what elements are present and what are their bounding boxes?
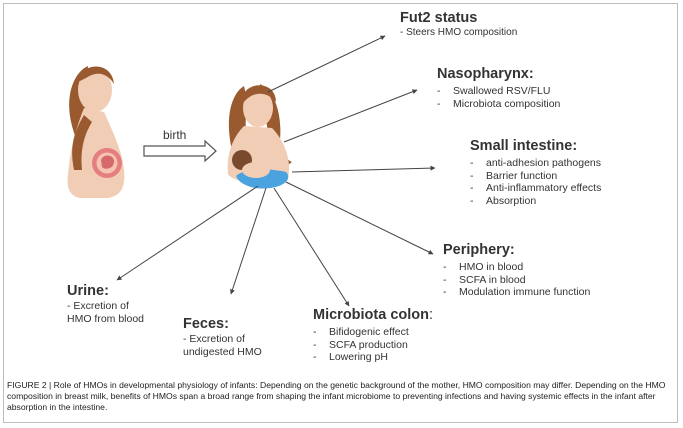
node-title: Urine: — [67, 283, 144, 300]
node-title: Periphery: — [443, 242, 590, 259]
birth-label: birth — [163, 128, 186, 142]
node-small-intestine: Small intestine: anti-adhesion pathogens… — [470, 138, 601, 207]
node-periphery: Periphery: HMO in blood SCFA in blood Mo… — [443, 242, 590, 299]
list-item: Microbiota composition — [437, 98, 560, 111]
node-title: Nasopharynx: — [437, 66, 560, 83]
node-line: HMO from blood — [67, 313, 144, 326]
node-line: undigested HMO — [183, 346, 262, 359]
list-item: anti-adhesion pathogens — [470, 157, 601, 170]
list-item: SCFA in blood — [443, 274, 590, 287]
arrow-to-small-intestine — [292, 168, 435, 172]
arrow-to-feces — [231, 188, 266, 294]
birth-arrow — [144, 141, 216, 161]
list-item: HMO in blood — [443, 261, 590, 274]
node-title: Feces: — [183, 316, 262, 333]
node-title-colon: : — [429, 307, 433, 323]
node-urine: Urine: - Excretion of HMO from blood — [67, 283, 144, 325]
list-item: Lowering pH — [313, 351, 433, 364]
list-item: Barrier function — [470, 170, 601, 183]
node-fut2-status: Fut2 status - Steers HMO composition — [400, 10, 517, 39]
list-item: Modulation immune function — [443, 286, 590, 299]
list-item: Bifidogenic effect — [313, 326, 433, 339]
node-title: Small intestine: — [470, 138, 601, 155]
node-line: - Excretion of — [67, 300, 144, 313]
node-title-text: Microbiota colon — [313, 307, 429, 323]
list-item: Anti-inflammatory effects — [470, 182, 601, 195]
node-title: Fut2 status — [400, 10, 517, 27]
node-nasopharynx: Nasopharynx: Swallowed RSV/FLU Microbiot… — [437, 66, 560, 110]
node-title: Microbiota colon: — [313, 307, 433, 324]
arrow-to-urine — [117, 186, 258, 280]
node-line: - Excretion of — [183, 333, 262, 346]
node-subtitle: - Steers HMO composition — [400, 27, 517, 39]
arrow-to-nasopharynx — [284, 90, 417, 142]
mother-infant-illustration — [228, 84, 292, 189]
figure-caption: FIGURE 2 | Role of HMOs in developmental… — [7, 380, 675, 414]
list-item: SCFA production — [313, 339, 433, 352]
node-microbiota-colon: Microbiota colon: Bifidogenic effect SCF… — [313, 307, 433, 364]
arrow-to-periphery — [286, 182, 433, 254]
pregnant-woman-illustration — [68, 66, 125, 198]
list-item: Swallowed RSV/FLU — [437, 85, 560, 98]
list-item: Absorption — [470, 195, 601, 208]
arrow-to-microbiota-colon — [274, 188, 349, 306]
arrow-to-fut2 — [268, 36, 385, 92]
node-feces: Feces: - Excretion of undigested HMO — [183, 316, 262, 358]
